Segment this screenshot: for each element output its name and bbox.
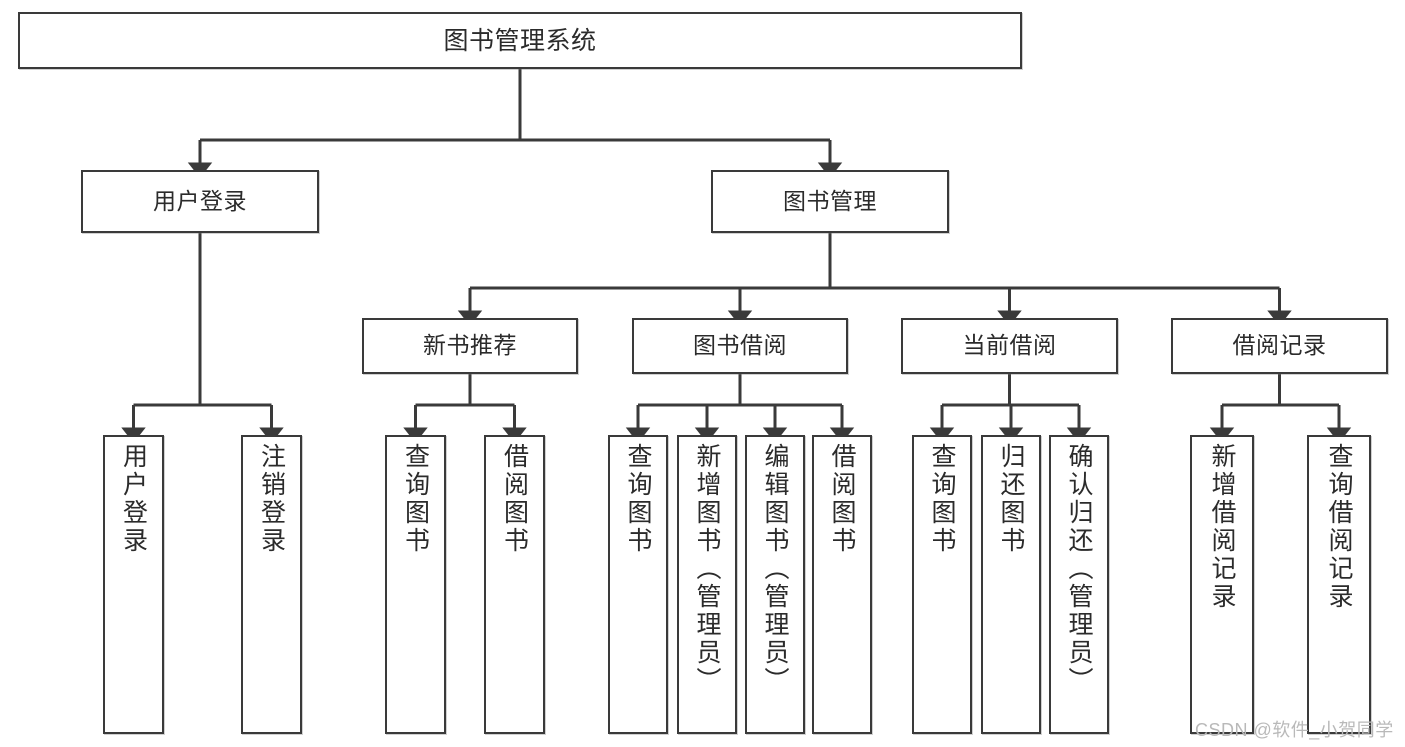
node-label: 图书管理 <box>783 187 877 214</box>
node-leaf11[interactable]: 确认归还（管理员） <box>1049 435 1109 734</box>
node-l2a[interactable]: 新书推荐 <box>362 318 578 374</box>
node-leaf3[interactable]: 查询图书 <box>385 435 446 734</box>
node-label: 编辑图书（管理员） <box>761 443 789 695</box>
node-label: 查询图书 <box>928 443 956 555</box>
node-l2c[interactable]: 当前借阅 <box>901 318 1118 374</box>
node-label: 当前借阅 <box>962 332 1057 359</box>
node-l2d[interactable]: 借阅记录 <box>1171 318 1388 374</box>
node-leaf4[interactable]: 借阅图书 <box>484 435 545 734</box>
node-leaf8[interactable]: 借阅图书 <box>812 435 872 734</box>
node-label: 注销登录 <box>257 443 286 555</box>
node-leaf10[interactable]: 归还图书 <box>981 435 1041 734</box>
node-label: 图书借阅 <box>693 332 787 359</box>
node-label: 借阅图书 <box>828 443 856 555</box>
watermark-text: CSDN @软件_小贺同学 <box>1195 720 1394 740</box>
node-l2b[interactable]: 图书借阅 <box>632 318 848 374</box>
node-leaf7[interactable]: 编辑图书（管理员） <box>745 435 805 734</box>
node-l1b[interactable]: 图书管理 <box>711 170 949 233</box>
node-leaf9[interactable]: 查询图书 <box>912 435 972 734</box>
node-label: 归还图书 <box>997 443 1025 555</box>
node-label: 图书管理系统 <box>443 26 597 55</box>
node-label: 新书推荐 <box>423 332 517 359</box>
node-label: 查询借阅记录 <box>1325 443 1353 611</box>
node-label: 借阅图书 <box>500 443 529 555</box>
node-label: 借阅记录 <box>1232 332 1327 359</box>
node-root[interactable]: 图书管理系统 <box>18 12 1022 69</box>
node-leaf2[interactable]: 注销登录 <box>241 435 302 734</box>
node-leaf12[interactable]: 新增借阅记录 <box>1190 435 1254 734</box>
node-label: 新增借阅记录 <box>1208 443 1236 611</box>
node-leaf5[interactable]: 查询图书 <box>608 435 668 734</box>
node-label: 查询图书 <box>401 443 430 555</box>
node-label: 新增图书（管理员） <box>693 443 721 695</box>
node-leaf13[interactable]: 查询借阅记录 <box>1307 435 1371 734</box>
node-leaf1[interactable]: 用户登录 <box>103 435 164 734</box>
node-label: 用户登录 <box>119 443 148 555</box>
node-leaf6[interactable]: 新增图书（管理员） <box>677 435 737 734</box>
node-l1a[interactable]: 用户登录 <box>81 170 319 233</box>
node-label: 用户登录 <box>153 187 247 214</box>
node-label: 查询图书 <box>624 443 652 555</box>
node-label: 确认归还（管理员） <box>1065 443 1093 695</box>
